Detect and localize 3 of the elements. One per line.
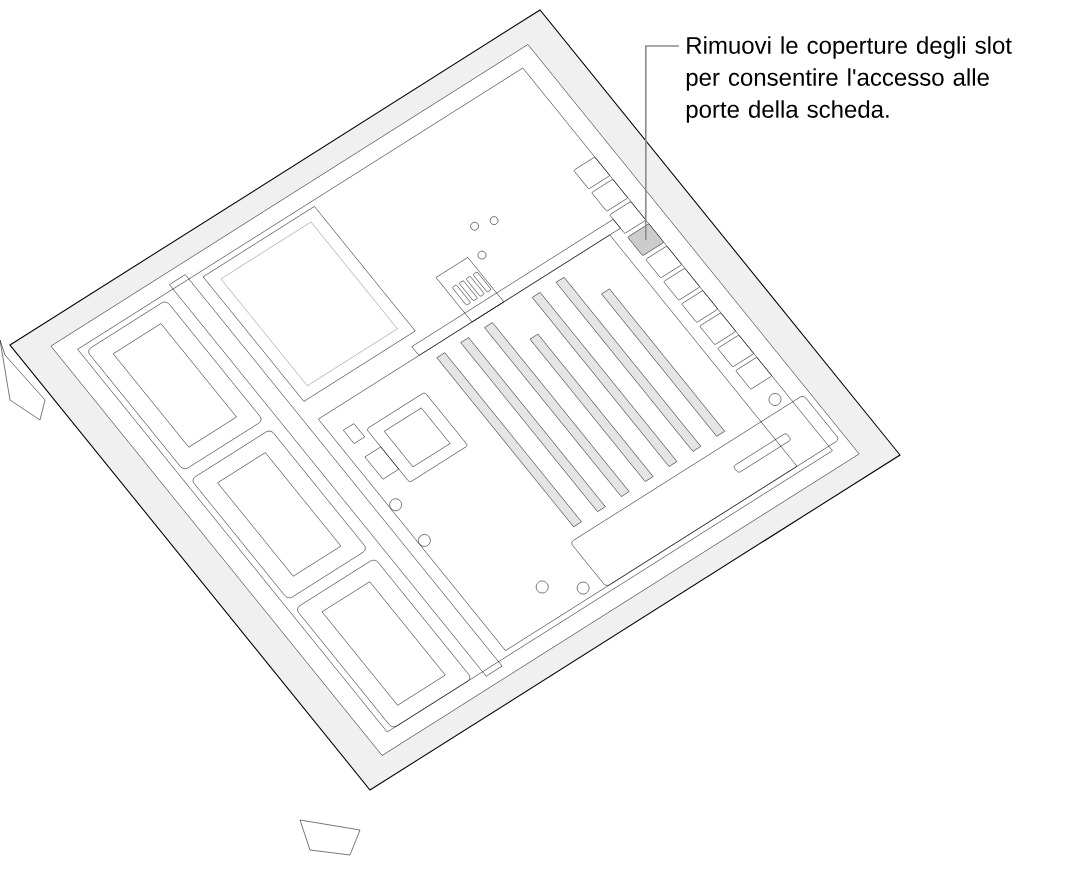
slot-cover — [627, 223, 664, 256]
callout-text: Rimuovi le coperture degli slot per consentire l'accesso alle porte della scheda. — [686, 36, 1012, 123]
leader-line — [645, 45, 680, 241]
